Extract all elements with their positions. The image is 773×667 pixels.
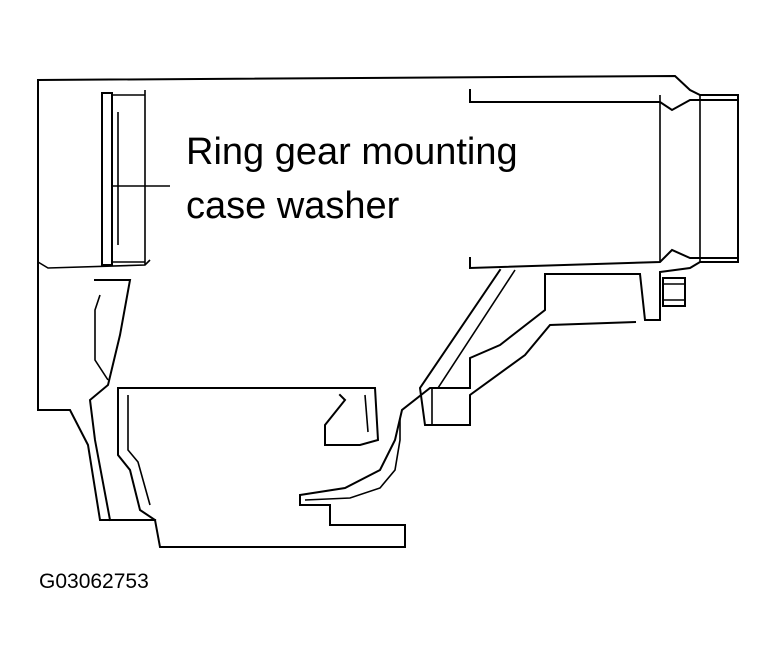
left-web-inner <box>94 294 109 381</box>
callout-label-line2: case washer <box>186 185 400 227</box>
lower-cavity-left <box>117 387 157 522</box>
callout-label-line1: Ring gear mounting <box>186 131 518 173</box>
bolt-head <box>662 277 686 307</box>
washer-seat <box>112 94 145 263</box>
bearing-step <box>659 95 701 262</box>
left-web-outer <box>88 279 132 522</box>
left-flange-inner <box>37 259 151 269</box>
diagonal-rib-outer <box>418 268 637 426</box>
upper-bore-bottom <box>469 248 739 270</box>
case-outer-outline <box>37 74 739 548</box>
diagonal-rib-inner <box>431 269 516 425</box>
lower-right-shoulder <box>304 418 401 501</box>
bolt-body <box>663 283 685 301</box>
lower-cavity-right <box>364 394 369 433</box>
lower-cavity-top <box>117 387 380 446</box>
figure-id: G03062753 <box>39 570 149 593</box>
case-washer <box>101 92 113 266</box>
lower-cavity-left-inner <box>127 395 151 506</box>
upper-bore-top <box>469 89 739 112</box>
